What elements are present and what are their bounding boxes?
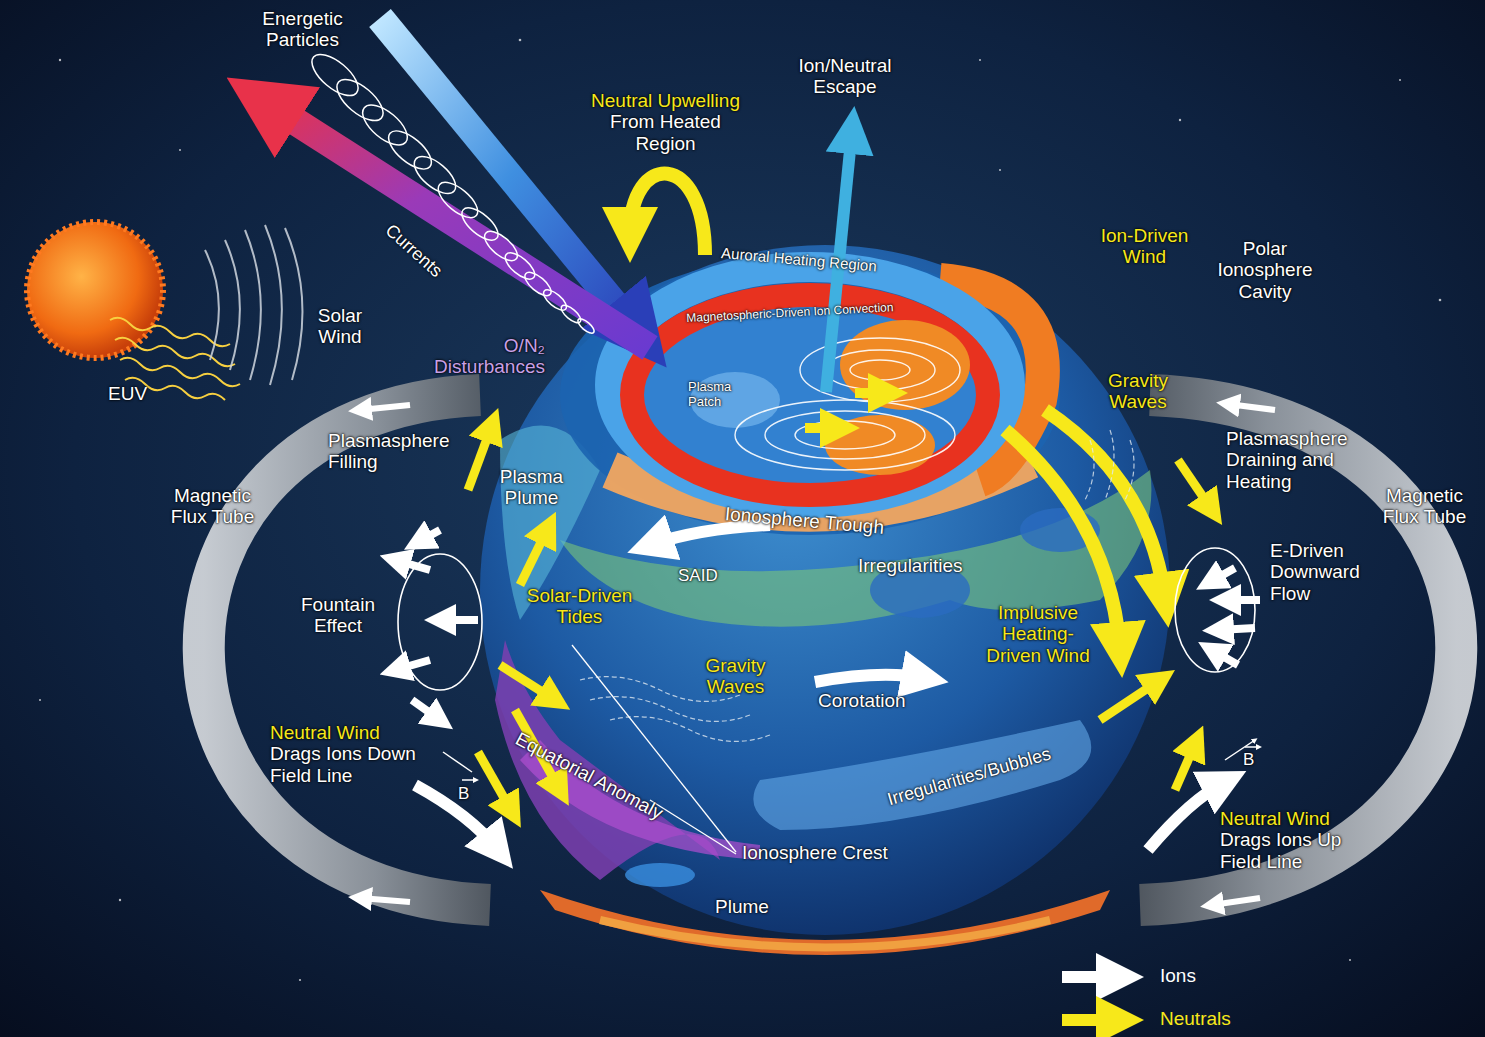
- diagram-label: Solar Wind: [305, 305, 375, 348]
- diagram-label: EUV: [108, 383, 168, 404]
- diagram-label: Ion-Driven Wind: [1082, 225, 1207, 268]
- diagram-label: E-Driven Downward Flow: [1270, 540, 1385, 604]
- diagram-label: Neutral Wind Drags Ions Up Field Line: [1220, 808, 1380, 872]
- diagram-label: Plasma Patch: [688, 380, 748, 409]
- diagram-label: O/N₂ Disturbances: [405, 335, 545, 378]
- diagram-label: Ion/Neutral Escape: [780, 55, 910, 98]
- diagram-label: Plasmasphere Filling: [328, 430, 473, 473]
- diagram-label: Plasmasphere Draining and Heating: [1226, 428, 1381, 492]
- diagram-label: B: [458, 784, 478, 803]
- diagram-label: B: [1243, 750, 1263, 769]
- diagram-label: Fountain Effect: [288, 594, 388, 637]
- diagram-label: Neutral Upwelling From Heated Region: [578, 90, 753, 154]
- diagram-label: Ionosphere Crest: [742, 842, 912, 863]
- diagram-label: Plume: [715, 896, 795, 917]
- diagram-label: Irregularities: [858, 555, 988, 576]
- legend-text: Ions: [1160, 965, 1196, 987]
- diagram-label: Polar Ionosphere Cavity: [1200, 238, 1330, 302]
- diagram-label: Implusive Heating-Driven Wind: [978, 602, 1098, 666]
- diagram-label: Magnetic Flux Tube: [160, 485, 265, 528]
- diagram-label: Gravity Waves: [693, 655, 778, 698]
- diagram-label: SAID: [678, 566, 738, 585]
- diagram-label: Solar-Driven Tides: [512, 585, 647, 628]
- diagram-label: Gravity Waves: [1098, 370, 1178, 413]
- diagram-label: Corotation: [818, 690, 938, 711]
- diagram-label: Energetic Particles: [245, 8, 360, 51]
- diagram-label: Neutral Wind Drags Ions Down Field Line: [270, 722, 430, 786]
- diagram-label: Magnetic Flux Tube: [1372, 485, 1477, 528]
- legend-text: Neutrals: [1160, 1008, 1231, 1030]
- diagram-label: Plasma Plume: [494, 466, 569, 509]
